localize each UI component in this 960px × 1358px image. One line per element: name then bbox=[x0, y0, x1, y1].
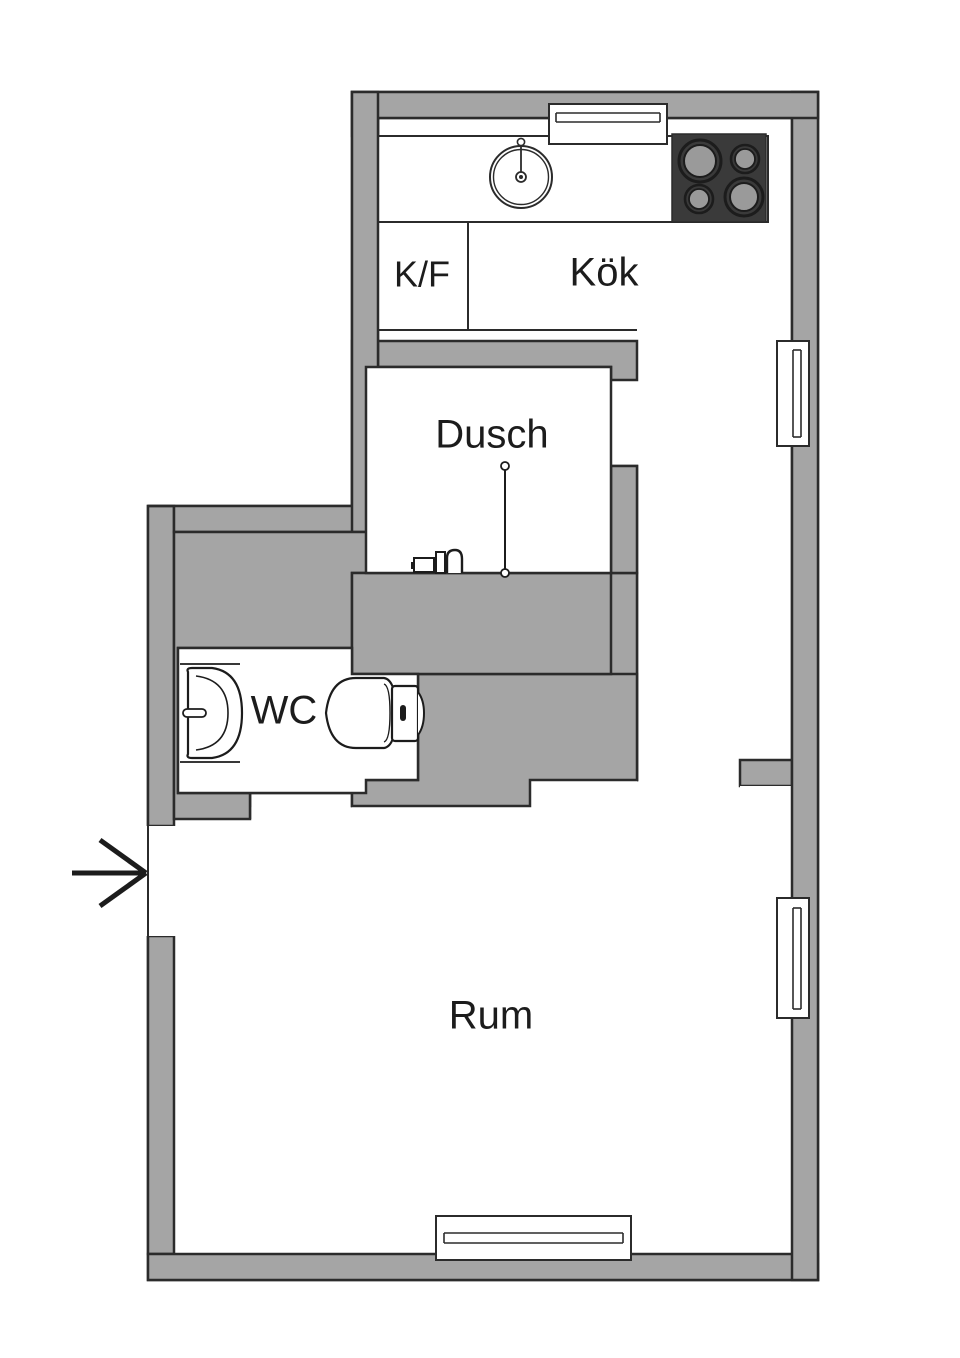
wall-left-shell-notch bbox=[148, 504, 380, 534]
window-right-lower bbox=[776, 897, 810, 1019]
entrance-arrow-icon bbox=[72, 837, 148, 909]
wash-basin-icon bbox=[180, 663, 244, 763]
toilet-icon bbox=[324, 676, 426, 750]
shower-drain-line-icon bbox=[500, 461, 510, 578]
wall-corridor-mass-3 bbox=[350, 571, 613, 676]
wall-stub-right-upper bbox=[738, 758, 794, 788]
wall-left-shell-upper bbox=[146, 504, 176, 828]
room-label-wc: WC bbox=[251, 689, 318, 733]
window-top bbox=[548, 103, 668, 145]
rum-room-floor bbox=[174, 780, 792, 1254]
round-sink-icon bbox=[489, 137, 553, 209]
room-label-kok: Kök bbox=[570, 251, 640, 295]
plumbing-fixture-icon bbox=[411, 548, 464, 574]
window-right-upper bbox=[776, 340, 810, 447]
room-label-kf: K/F bbox=[394, 254, 450, 295]
wall-left-rum bbox=[146, 934, 176, 1256]
room-label-dusch: Dusch bbox=[435, 413, 548, 457]
entrance-opening bbox=[146, 826, 176, 936]
room-label-rum: Rum bbox=[449, 994, 533, 1038]
wall-dusch-right-jog bbox=[609, 464, 639, 575]
cooktop-icon bbox=[671, 133, 767, 223]
kitchen-floor-edge bbox=[468, 222, 637, 330]
dusch-room-floor-top bbox=[364, 365, 613, 575]
window-bottom bbox=[435, 1215, 632, 1261]
wall-right-shell bbox=[790, 90, 820, 1282]
